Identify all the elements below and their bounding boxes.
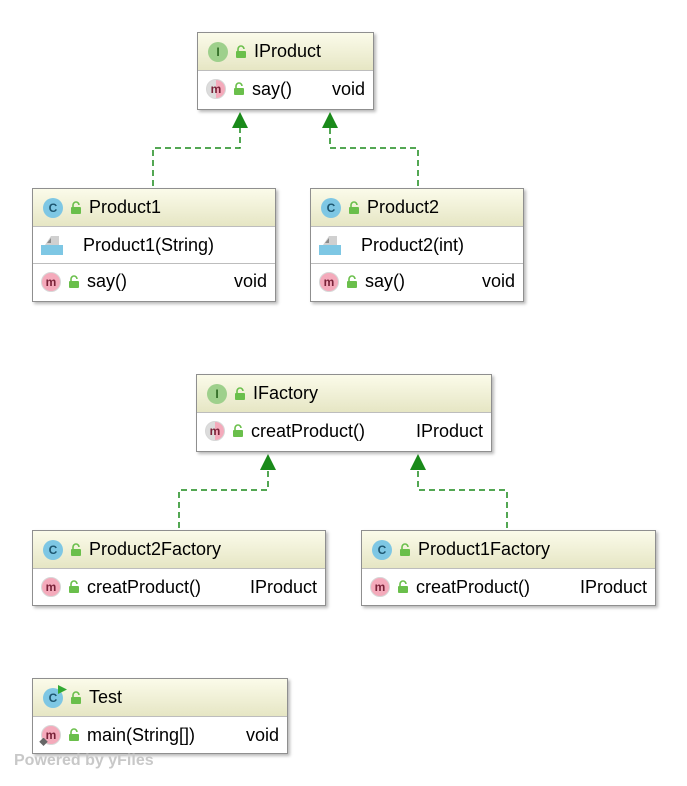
public-lock-icon — [69, 580, 79, 593]
method-return-type: IProduct — [579, 576, 647, 597]
method-name: say() — [252, 78, 292, 99]
product1-class-box[interactable]: C Product1 Product1(String) m say() void — [32, 188, 276, 302]
public-lock-icon — [234, 82, 244, 95]
product2-method-say[interactable]: m say() void — [311, 263, 523, 299]
ifactory-header[interactable]: I IFactory — [197, 375, 491, 413]
method-name: creatProduct() — [87, 576, 202, 597]
product1factory-title: Product1Factory — [418, 539, 551, 559]
method-icon-letter: m — [45, 728, 57, 742]
public-lock-icon — [71, 200, 81, 214]
method-icon: m — [370, 577, 390, 597]
class-icon: C — [43, 539, 63, 560]
product2factory-class-box[interactable]: C Product2Factory m creatProduct() IProd… — [32, 530, 326, 606]
class-icon: C — [321, 197, 341, 218]
public-lock-icon — [398, 580, 408, 593]
static-marker-icon — [39, 738, 48, 747]
method-return-type: void — [481, 271, 515, 291]
yfiles-watermark: Powered by yFiles — [14, 752, 154, 769]
product1-header[interactable]: C Product1 — [33, 189, 275, 227]
product2factory-method-creatproduct[interactable]: m creatProduct() IProduct — [33, 569, 325, 605]
method-return-type: IProduct — [249, 576, 317, 597]
product2-constructor[interactable]: Product2(int) — [311, 227, 523, 263]
product1factory-header[interactable]: C Product1Factory — [362, 531, 655, 569]
product1-method-say[interactable]: m say() void — [33, 263, 275, 299]
arrowhead-product1 — [232, 112, 248, 128]
test-header[interactable]: C Test — [33, 679, 287, 717]
product2factory-header[interactable]: C Product2Factory — [33, 531, 325, 569]
public-lock-icon — [71, 690, 81, 704]
interface-icon: I — [207, 383, 227, 404]
public-lock-icon — [236, 44, 246, 58]
class-icon-letter: C — [48, 690, 58, 705]
edge-product2-iproduct — [329, 128, 419, 186]
test-title: Test — [89, 687, 123, 707]
method-return-type: void — [331, 78, 365, 99]
iproduct-method-say[interactable]: m say() void — [198, 71, 373, 107]
method-name: main(String[]) — [87, 724, 196, 745]
public-lock-icon — [233, 424, 243, 437]
method-name: say() — [87, 271, 127, 291]
public-lock-icon — [400, 542, 410, 556]
iproduct-header[interactable]: I IProduct — [198, 33, 373, 71]
method-return-type: void — [233, 271, 267, 291]
product2-header[interactable]: C Product2 — [311, 189, 523, 227]
product1factory-class-box[interactable]: C Product1Factory m creatProduct() IProd… — [361, 530, 656, 606]
constructor-name: Product1(String) — [83, 234, 215, 255]
runnable-class-icon: C — [43, 684, 67, 708]
edge-product2factory-ifactory — [178, 470, 269, 528]
edge-product1factory-ifactory — [417, 470, 508, 528]
run-marker-icon — [58, 684, 67, 694]
product2-title: Product2 — [367, 197, 440, 217]
constructor-name: Product2(int) — [361, 234, 465, 255]
product1-constructor[interactable]: Product1(String) — [33, 227, 275, 263]
product1-title: Product1 — [89, 197, 162, 217]
public-lock-icon — [69, 728, 79, 741]
method-icon: m — [319, 271, 339, 292]
ifactory-interface-box[interactable]: I IFactory m creatProduct() IProduct — [196, 374, 492, 452]
public-lock-icon — [235, 386, 245, 400]
arrowhead-product2factory — [260, 454, 276, 470]
iproduct-interface-box[interactable]: I IProduct m say() void — [197, 32, 374, 110]
public-lock-icon — [349, 200, 359, 214]
product1factory-method-creatproduct[interactable]: m creatProduct() IProduct — [362, 569, 655, 605]
constructor-icon — [41, 236, 63, 255]
method-name: say() — [365, 271, 405, 291]
iproduct-title: IProduct — [254, 41, 322, 61]
method-icon: m — [205, 421, 225, 441]
method-name: creatProduct() — [416, 576, 531, 597]
public-lock-icon — [71, 542, 81, 556]
method-return-type: IProduct — [415, 420, 483, 441]
arrowhead-product1factory — [410, 454, 426, 470]
static-method-icon: m — [39, 725, 61, 747]
method-icon: m — [206, 79, 226, 99]
ifactory-title: IFactory — [253, 383, 319, 403]
arrowhead-product2 — [322, 112, 338, 128]
interface-icon: I — [208, 41, 228, 62]
class-icon: C — [43, 197, 63, 218]
public-lock-icon — [69, 274, 79, 288]
method-name: creatProduct() — [251, 420, 366, 441]
method-return-type: void — [245, 724, 279, 745]
product2factory-title: Product2Factory — [89, 539, 222, 559]
edge-product1-iproduct — [152, 128, 241, 186]
ifactory-method-creatproduct[interactable]: m creatProduct() IProduct — [197, 413, 491, 449]
constructor-icon — [319, 236, 341, 255]
test-method-main[interactable]: m main(String[]) void — [33, 717, 287, 753]
class-icon: C — [372, 539, 392, 560]
test-class-box[interactable]: C Test m main(String[]) void — [32, 678, 288, 754]
public-lock-icon — [347, 274, 357, 288]
method-icon: m — [41, 271, 61, 292]
method-icon: m — [41, 577, 61, 597]
product2-class-box[interactable]: C Product2 Product2(int) m say() void — [310, 188, 524, 302]
